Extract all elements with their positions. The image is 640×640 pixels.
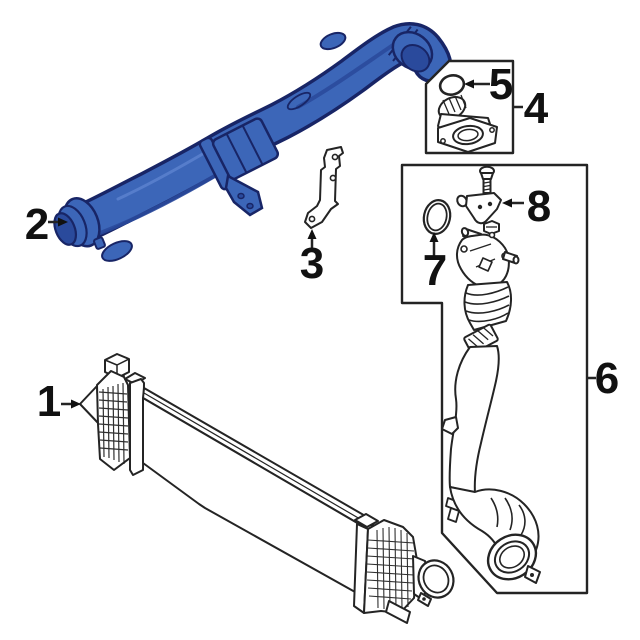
hose-mold-mark (286, 91, 312, 111)
callout-3: 3 (300, 229, 324, 288)
callout-7-number: 7 (423, 246, 447, 295)
hose-lower-collar (53, 197, 106, 250)
callout-6-number: 6 (595, 354, 619, 403)
callout-2-number: 2 (25, 200, 49, 249)
intercooler-left-fins (98, 382, 129, 465)
hose-top-boss (319, 31, 347, 51)
hose-bracket-tab (224, 174, 264, 217)
callout-2: 2 (25, 200, 68, 249)
intercooler-core (142, 397, 372, 598)
hose-mid-sleeve (198, 117, 280, 191)
charge-air-tube-assembly (441, 220, 541, 584)
callout-5: 5 (464, 60, 513, 109)
callout-8: 8 (502, 182, 551, 231)
group-box-6 (400, 163, 589, 595)
hose-upper-collar (387, 26, 434, 73)
connector-flange (437, 94, 498, 153)
callout-8-number: 8 (527, 182, 551, 231)
o-ring-seal-5 (438, 74, 466, 96)
map-sensor (456, 192, 502, 225)
hose-lower-skirt (101, 240, 133, 262)
callout-5-number: 5 (489, 60, 513, 109)
callout-6: 6 (588, 354, 619, 403)
callouts: 1 2 3 4 5 6 7 (25, 60, 619, 426)
callout-4-number: 4 (524, 84, 549, 133)
charge-air-hose (53, 21, 452, 262)
intercooler-outlet-port (412, 555, 455, 607)
callout-1-number: 1 (37, 377, 61, 426)
callout-7: 7 (423, 232, 447, 295)
intercooler (79, 353, 455, 624)
mounting-bracket (304, 146, 344, 229)
callout-1: 1 (37, 377, 81, 426)
intercooler-right-fins (366, 526, 416, 611)
callout-3-number: 3 (300, 239, 324, 288)
group-box-4 (424, 59, 515, 155)
callout-4: 4 (514, 84, 549, 133)
